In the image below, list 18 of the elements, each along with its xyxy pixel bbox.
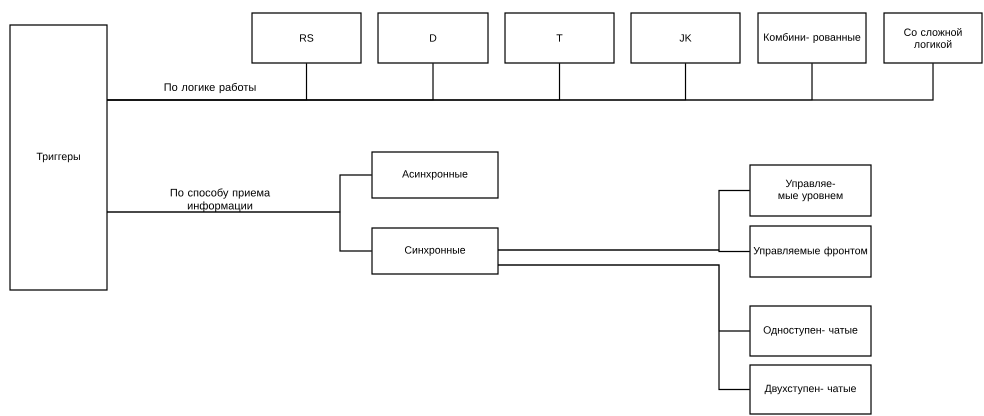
category-box: Триггеры <box>9 24 108 291</box>
category-box: Двухступен- чатые <box>749 364 872 415</box>
connector-line <box>498 249 750 252</box>
branch-label: По логике работы <box>164 82 256 94</box>
category-box: Комбини- рованные <box>757 12 867 64</box>
category-box: Со сложной логикой <box>883 12 983 64</box>
category-box: Асинхронные <box>371 151 499 199</box>
category-box: Управляе- мые уровнем <box>749 164 872 217</box>
category-box: RS <box>251 12 362 64</box>
category-box: T <box>504 12 615 64</box>
category-box: JK <box>630 12 741 64</box>
connector-line <box>107 211 372 252</box>
connector-line <box>498 264 750 390</box>
category-box: Синхронные <box>371 227 499 275</box>
category-box: D <box>377 12 489 64</box>
category-box: Одноступен- чатые <box>749 305 872 357</box>
branch-label: По способу приема информации <box>170 188 270 212</box>
category-box: Управляемые фронтом <box>749 225 872 278</box>
